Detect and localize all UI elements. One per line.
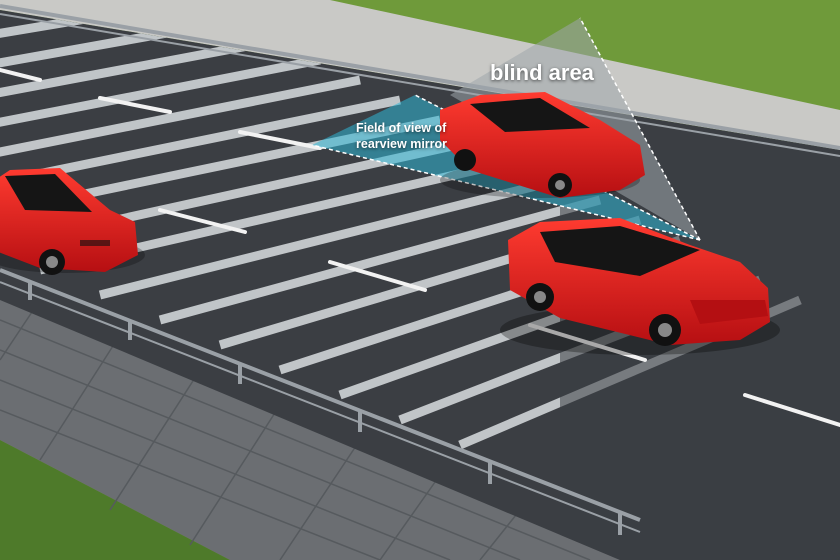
blind-area-label: blind area	[490, 60, 594, 85]
red-car-center	[440, 92, 645, 198]
guardrail-top	[0, 4, 840, 157]
red-car-front	[500, 218, 780, 355]
red-car-left	[0, 168, 145, 275]
guardrail-bottom	[0, 268, 641, 535]
sidewalk-tiles	[0, 299, 591, 560]
field-of-view-label: Field of view of rearview mirror	[356, 121, 448, 151]
blind-area-edge	[579, 17, 701, 241]
lane-markings	[0, 68, 840, 427]
